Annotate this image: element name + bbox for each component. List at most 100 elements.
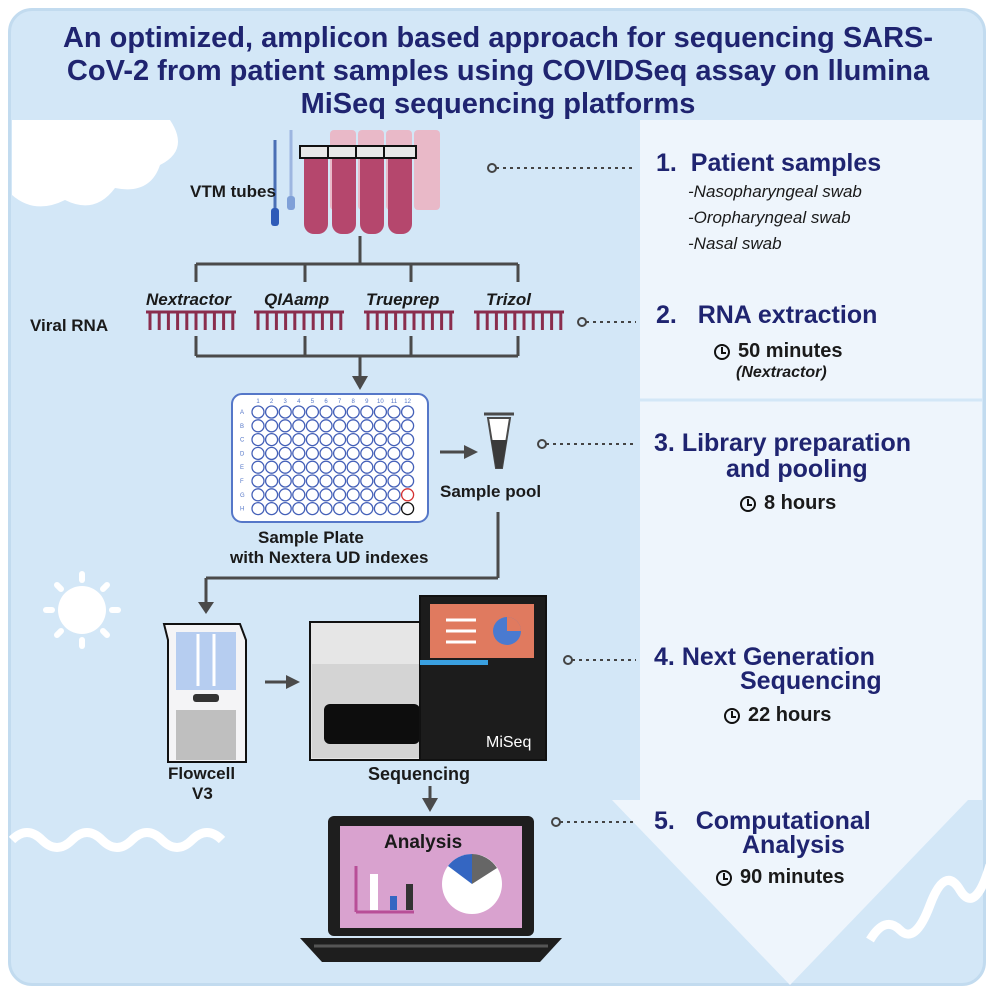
cloud-decoration xyxy=(12,120,178,207)
sample-type-3: -Nasal swab xyxy=(688,234,782,253)
plate-well xyxy=(251,419,265,433)
plate-well xyxy=(346,501,360,516)
step-panel xyxy=(612,120,982,985)
plate-well xyxy=(387,405,401,419)
plate-well xyxy=(278,432,292,447)
plate-well xyxy=(400,446,415,461)
plate-well xyxy=(373,488,388,502)
sun-decoration xyxy=(43,571,121,649)
plate-well xyxy=(305,432,320,447)
plate-well xyxy=(278,446,292,461)
plate-row-label: D xyxy=(240,451,245,457)
plate-well xyxy=(319,432,333,447)
analysis-screen-label: Analysis xyxy=(384,832,463,853)
plate-well xyxy=(400,474,415,488)
plate-well xyxy=(305,405,320,419)
plate-well xyxy=(251,432,265,447)
sample-type-2: -Oropharyngeal swab xyxy=(688,208,851,227)
plate-well xyxy=(292,501,306,516)
plate-well xyxy=(332,474,347,488)
plate-well xyxy=(251,488,265,502)
plate-well xyxy=(278,488,292,502)
plate-well xyxy=(305,419,320,433)
plate-well xyxy=(319,460,333,474)
plate-well xyxy=(387,488,401,502)
sample-pool-label: Sample pool xyxy=(440,482,542,501)
plate-well xyxy=(360,474,374,488)
plate-well xyxy=(373,405,388,419)
leader-lines xyxy=(496,167,636,823)
plate-col-label: 8 xyxy=(352,399,356,405)
plate-well xyxy=(346,488,360,502)
plate-well xyxy=(292,432,306,447)
plate-well xyxy=(305,501,320,516)
plate-well xyxy=(346,446,360,461)
step-4-title: 4. Next Generation xyxy=(654,643,875,671)
plate-well xyxy=(360,405,374,419)
sample-pool-tube xyxy=(484,412,514,469)
plate-row-label: F xyxy=(240,479,244,485)
step-4-duration: 22 hours xyxy=(724,704,831,727)
plate-well xyxy=(305,460,320,474)
plate-well xyxy=(346,432,360,447)
plate-well xyxy=(251,446,265,461)
plate-well xyxy=(264,488,279,502)
plate-well xyxy=(319,488,333,502)
step-2-duration: 50 minutes xyxy=(714,340,842,363)
plate-well xyxy=(292,460,306,474)
plate-well xyxy=(319,419,333,433)
laptop xyxy=(300,816,562,962)
kit-qiaamp: QIAamp xyxy=(264,290,330,309)
plate-well xyxy=(400,405,415,419)
plate-well xyxy=(251,460,265,474)
plate-col-label: 2 xyxy=(270,399,274,405)
plate-well xyxy=(278,460,292,474)
figure-title: An optimized, amplicon based approach fo… xyxy=(62,22,934,120)
plate-well xyxy=(400,488,415,502)
wave-decoration-right xyxy=(866,863,995,943)
plate-well xyxy=(278,474,292,488)
plate-well xyxy=(332,501,347,516)
step-3-title-line2: and pooling xyxy=(726,455,868,483)
kit-trizol: Trizol xyxy=(486,290,532,309)
plate-well xyxy=(332,419,347,433)
plate-well xyxy=(305,446,320,461)
plate-row-label: H xyxy=(240,507,244,513)
plate-well xyxy=(360,446,374,461)
plate-well xyxy=(251,405,265,419)
viral-rna-label: Viral RNA xyxy=(30,316,109,335)
plate-well xyxy=(387,419,401,433)
plate-well xyxy=(373,419,388,433)
vtm-tubes-label: VTM tubes xyxy=(190,182,276,201)
plate-row-label: C xyxy=(240,438,245,444)
plate-well xyxy=(373,501,388,516)
step-2-title: 2. RNA extraction xyxy=(656,301,878,329)
plate-well xyxy=(332,488,347,502)
sample-type-1: -Nasopharyngeal swab xyxy=(688,182,862,201)
plate-well xyxy=(400,432,415,447)
plate-well xyxy=(373,460,388,474)
plate-well xyxy=(319,446,333,461)
leader-dots xyxy=(487,163,587,827)
flowcell-label: Flowcell xyxy=(168,764,236,783)
plate-well xyxy=(264,419,279,433)
clock-icon xyxy=(714,344,730,360)
plate-well xyxy=(305,488,320,502)
flowcell-version: V3 xyxy=(192,784,213,803)
plate-col-label: 11 xyxy=(391,399,398,405)
plate-well xyxy=(319,474,333,488)
plate-well xyxy=(387,501,401,516)
step-1-title: 1. Patient samples xyxy=(656,149,882,177)
plate-well xyxy=(264,460,279,474)
plate-well xyxy=(332,446,347,461)
plate-well xyxy=(292,405,306,419)
arrowheads xyxy=(198,376,478,812)
plate-well xyxy=(264,501,279,516)
plate-row-label: B xyxy=(240,424,244,430)
plate-well xyxy=(373,446,388,461)
plate-well xyxy=(400,501,415,516)
plate-well xyxy=(292,419,306,433)
plate-well xyxy=(278,405,292,419)
clock-icon xyxy=(724,708,740,724)
